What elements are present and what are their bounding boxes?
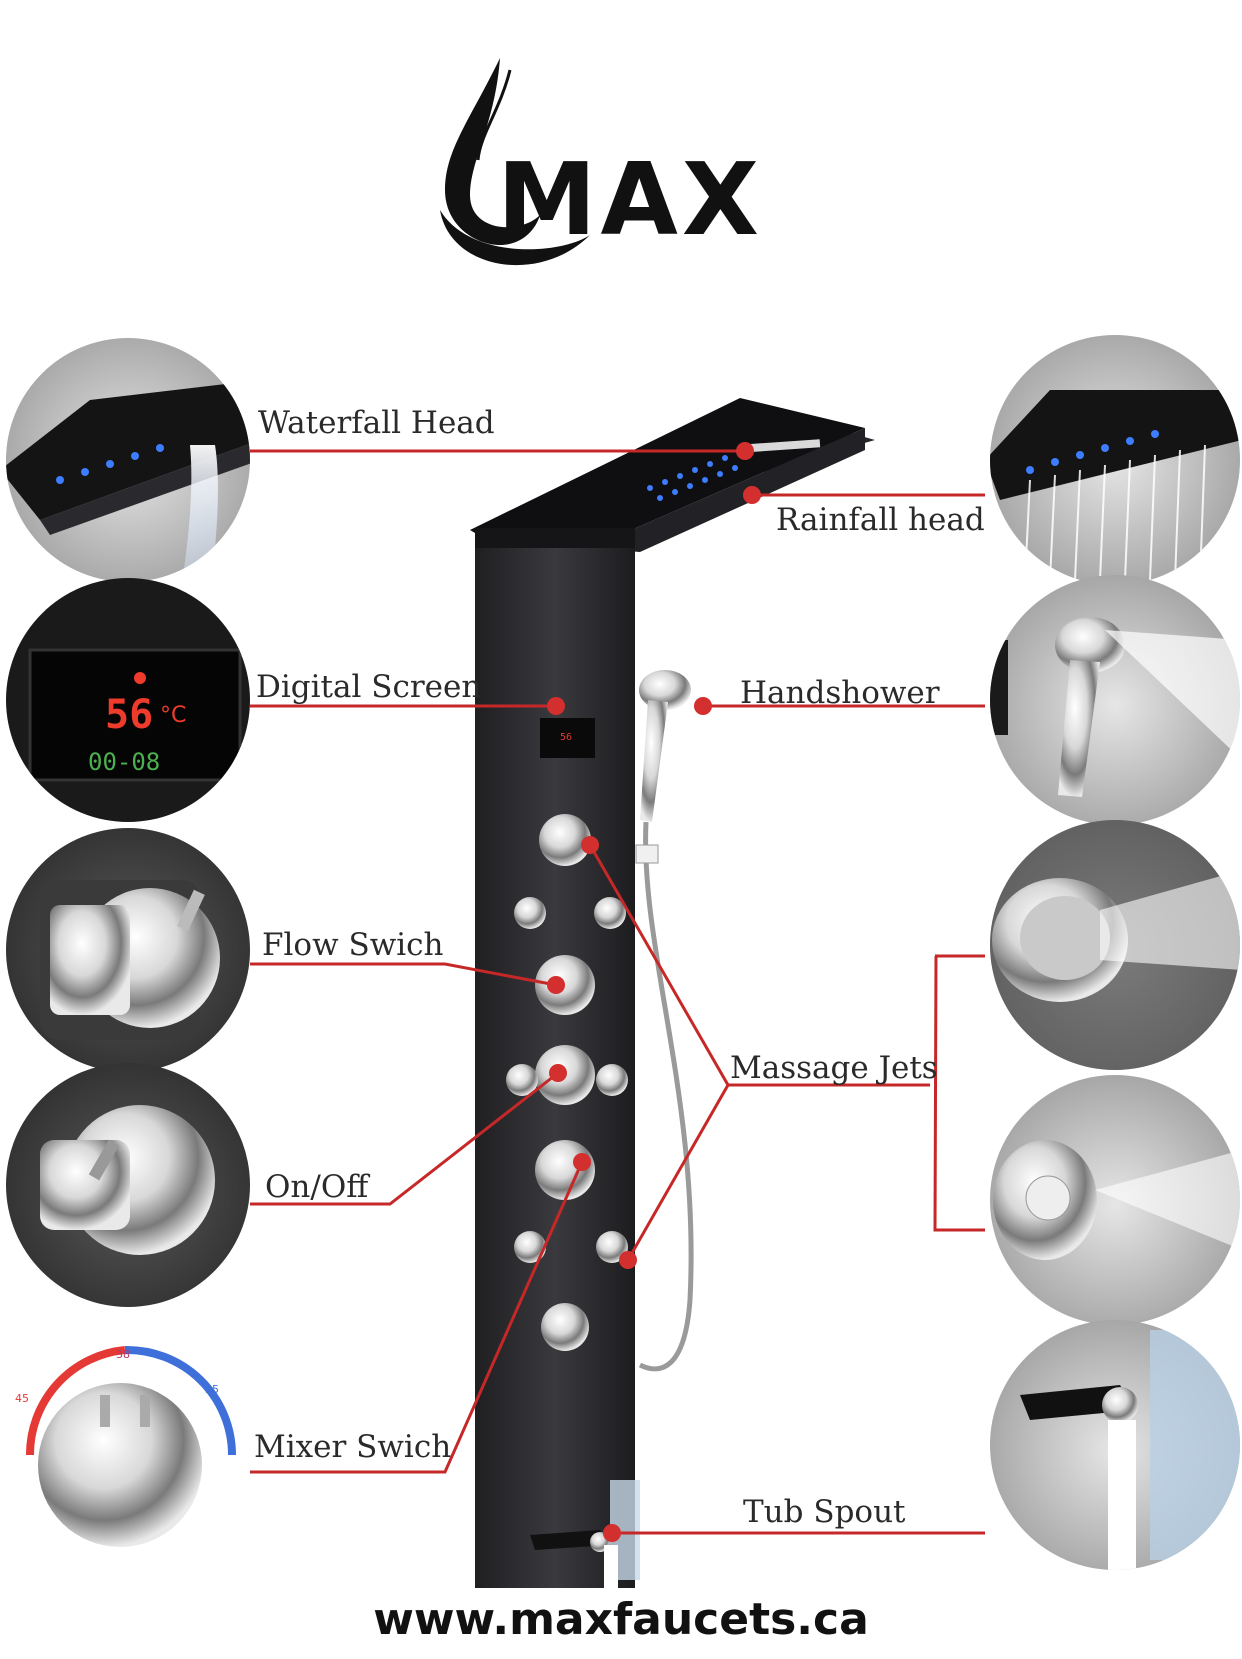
photo-digital-screen: 56 °C 00-08 [6, 578, 250, 822]
photo-rainfall-head [990, 335, 1240, 585]
photo-handshower [990, 575, 1240, 825]
label-massage-jets: Massage Jets [730, 1050, 938, 1086]
dial-label-35: 35 [205, 1383, 219, 1396]
svg-text:56: 56 [560, 732, 572, 743]
handshower-device [635, 670, 694, 1372]
label-flow-switch: Flow Swich [262, 927, 444, 963]
led-rainfall-dots [647, 455, 738, 501]
leader-dots [547, 442, 761, 1542]
label-digital-screen: Digital Screen [256, 669, 482, 705]
photo-tub-spout [990, 1320, 1240, 1570]
panel-knobs [535, 814, 595, 1351]
label-rainfall-head: Rainfall head [776, 502, 985, 538]
leader-lines [250, 449, 985, 1535]
display-timer: 00-08 [88, 748, 160, 776]
website-url: www.maxfaucets.ca [373, 1594, 869, 1645]
photo-massage-jet-mist [990, 1075, 1240, 1325]
display-unit: °C [160, 703, 186, 728]
dial-label-38: 38 [116, 1348, 130, 1361]
photo-flow-switch [6, 828, 250, 1072]
label-waterfall-head: Waterfall Head [258, 405, 495, 441]
photo-waterfall-head [6, 338, 250, 582]
photo-on-off [6, 1063, 250, 1307]
label-mixer-switch: Mixer Swich [254, 1429, 452, 1465]
panel-jets [506, 897, 628, 1263]
photo-mixer-switch [6, 1333, 250, 1577]
label-tub-spout: Tub Spout [743, 1494, 906, 1530]
label-on-off: On/Off [265, 1169, 369, 1205]
label-handshower: Handshower [740, 675, 940, 711]
brand-logo [440, 58, 590, 266]
display-temperature: 56 [105, 692, 153, 738]
shower-panel: 56 [470, 398, 875, 1590]
photo-massage-jet-spray [990, 820, 1240, 1070]
dial-label-45: 45 [15, 1392, 29, 1405]
brand-name: MAX [497, 141, 764, 258]
